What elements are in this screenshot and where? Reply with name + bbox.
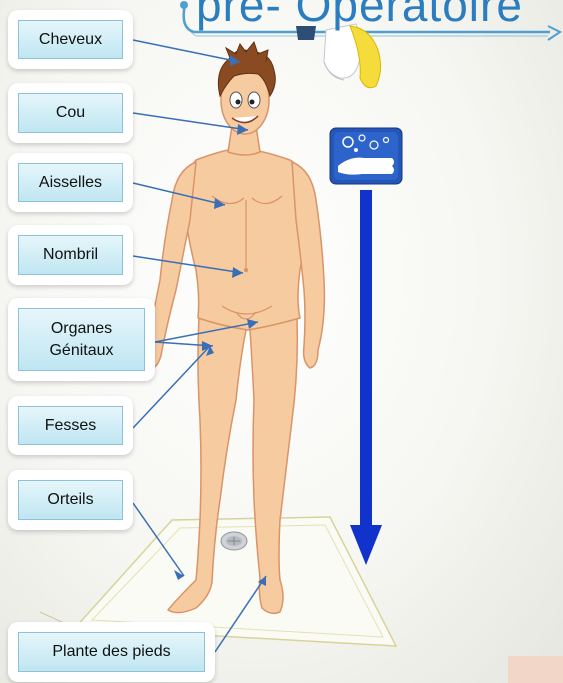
hand-washing-icon: [330, 128, 402, 184]
label-card-plante-des-pieds: Plante des pieds: [8, 622, 215, 682]
label-cou: Cou: [18, 93, 123, 133]
page-title: pré- Opératoire: [196, 0, 523, 32]
label-card-aisselles: Aisselles: [8, 153, 133, 212]
label-card-orteils: Orteils: [8, 470, 133, 530]
label-card-cheveux: Cheveux: [8, 10, 133, 69]
label-organes-line1: Organes: [51, 318, 112, 340]
label-card-nombril: Nombril: [8, 225, 133, 285]
label-organes-line2: Génitaux: [49, 340, 113, 362]
label-cheveux: Cheveux: [18, 20, 123, 59]
label-card-cou: Cou: [8, 83, 133, 143]
label-fesses: Fesses: [18, 406, 123, 445]
label-nombril: Nombril: [18, 235, 123, 275]
shower-drain: [221, 532, 247, 550]
label-card-fesses: Fesses: [8, 396, 133, 455]
label-organes-genitaux: Organes Génitaux: [18, 308, 145, 371]
label-orteils: Orteils: [18, 480, 123, 520]
label-plante-des-pieds: Plante des pieds: [18, 632, 205, 672]
label-card-organes-genitaux: Organes Génitaux: [8, 298, 155, 381]
corner-decoration: [508, 656, 563, 683]
down-arrow: [350, 190, 382, 565]
label-aisselles: Aisselles: [18, 163, 123, 202]
